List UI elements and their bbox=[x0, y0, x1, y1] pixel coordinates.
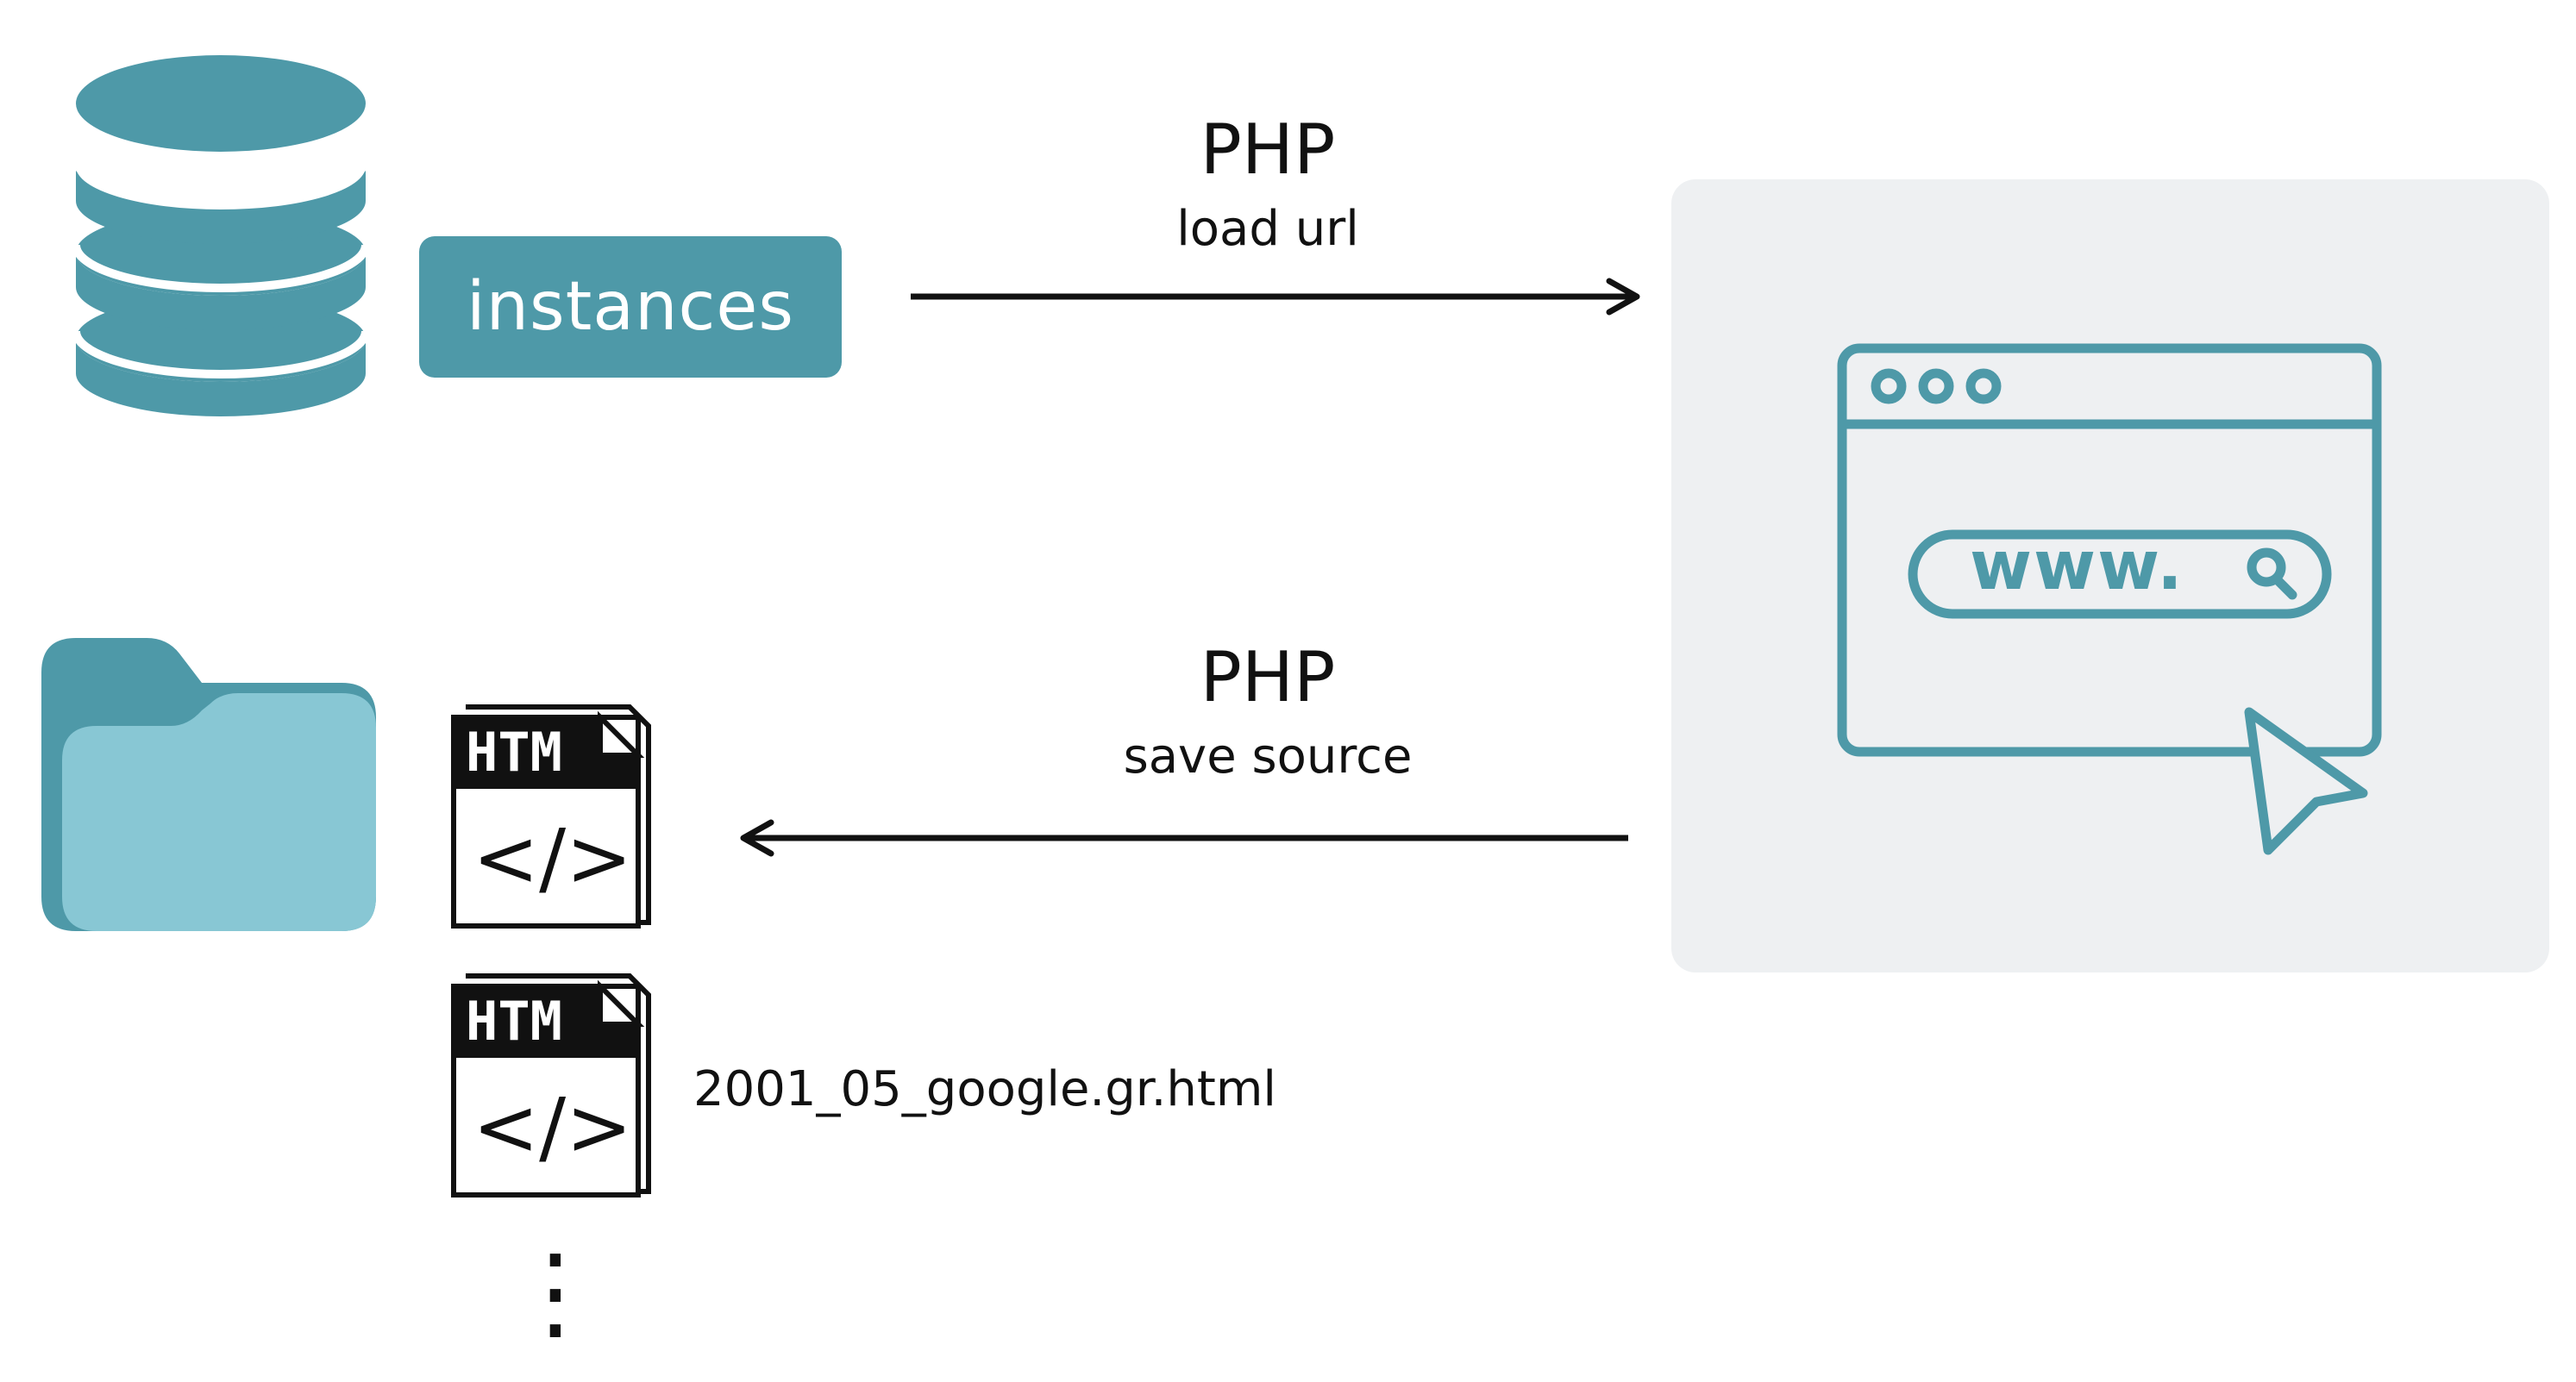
folder-icon bbox=[41, 638, 376, 931]
html-file-icon bbox=[451, 973, 651, 1198]
load-url-arrow bbox=[911, 278, 1640, 316]
search-icon bbox=[2247, 547, 2297, 600]
bottom-flow-action: save source bbox=[1123, 729, 1413, 785]
html-file-icon bbox=[451, 704, 651, 929]
browser-url-text: www. bbox=[1970, 528, 2184, 605]
top-flow-protocol: PHP bbox=[1200, 109, 1336, 190]
top-flow-action: load url bbox=[1176, 201, 1359, 257]
html-file-badge: HTM bbox=[466, 721, 562, 784]
bottom-flow-protocol: PHP bbox=[1200, 637, 1336, 717]
instances-label-text: instances bbox=[466, 268, 795, 346]
browser-panel bbox=[1671, 179, 2549, 972]
instances-label: instances bbox=[419, 236, 842, 378]
cursor-icon bbox=[2244, 707, 2368, 855]
html-file-code-glyph: </> bbox=[473, 1081, 633, 1173]
browser-window-icon bbox=[1837, 343, 2382, 855]
html-file-badge: HTM bbox=[466, 990, 562, 1053]
example-file-name: 2001_05_google.gr.html bbox=[693, 1061, 1276, 1117]
html-file-code-glyph: </> bbox=[473, 812, 633, 904]
save-source-arrow bbox=[740, 819, 1628, 857]
more-files-indicator: ⋮ bbox=[504, 1233, 607, 1353]
database-icon bbox=[72, 55, 370, 416]
